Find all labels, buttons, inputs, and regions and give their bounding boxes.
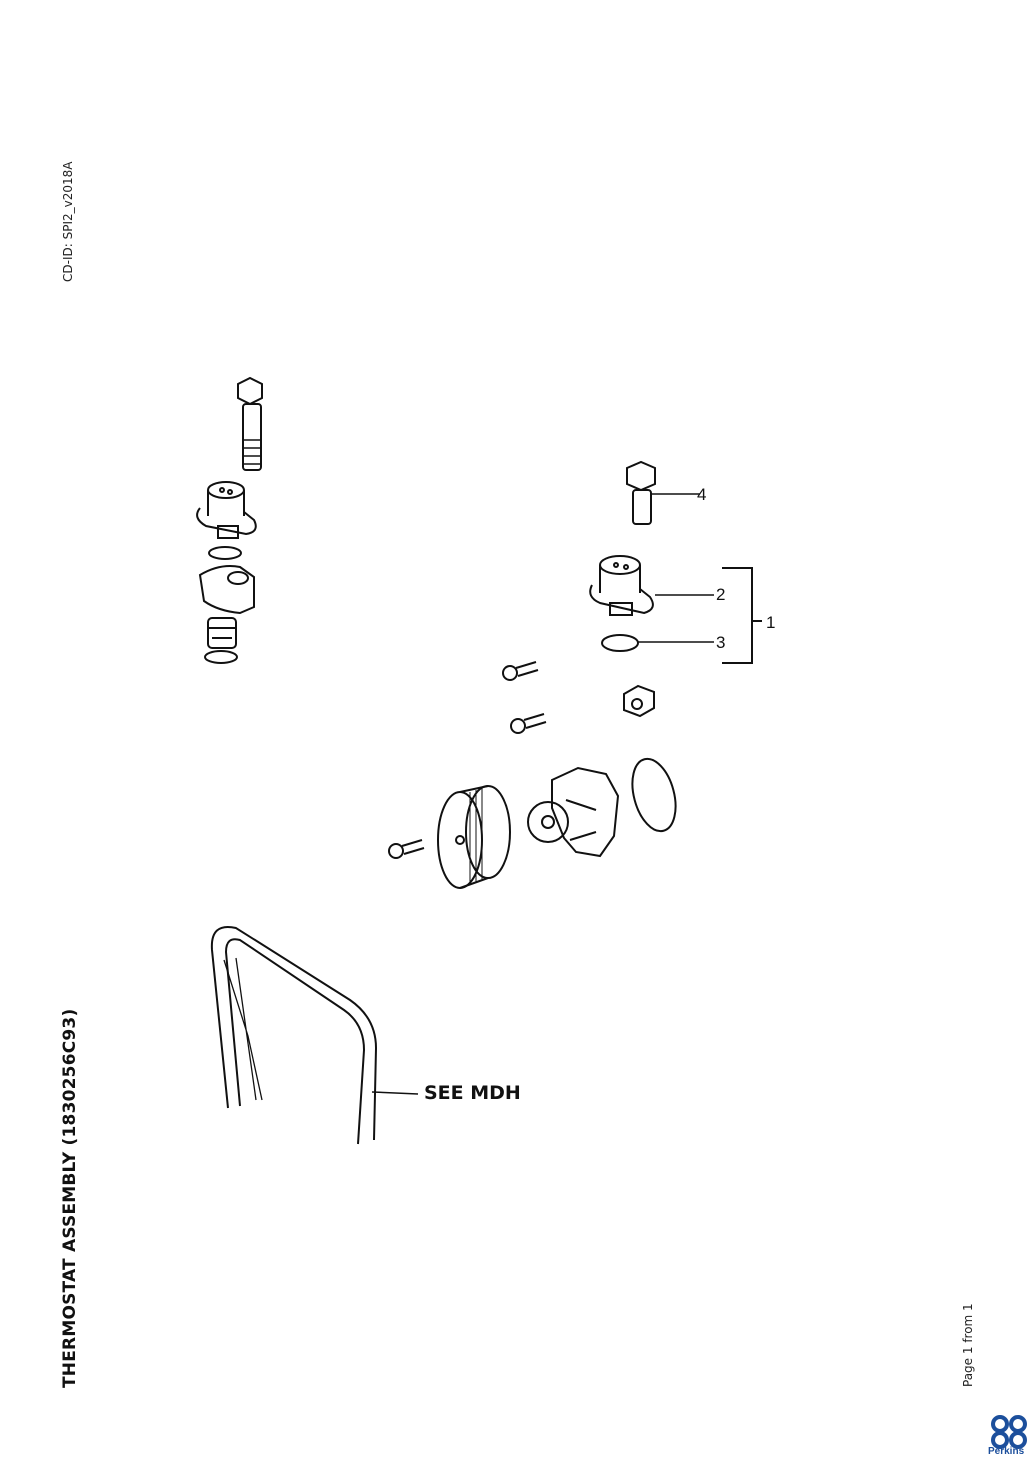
left-thermostat-valve [207,617,237,649]
nut [623,684,655,718]
water-pump-gasket [631,757,677,833]
left-o-ring-upper [208,546,242,560]
small-bolt-lower [510,713,547,734]
brand-name: Perkins [988,1446,1025,1457]
water-pump [527,766,620,858]
drive-belt [210,926,419,1145]
o-ring-part-3 [601,634,714,652]
left-o-ring-lower [204,650,238,664]
perkins-logo-icon [991,1415,1027,1449]
callout-4: 4 [697,485,706,504]
callout-3: 3 [716,633,725,652]
left-thermostat-housing [196,481,257,539]
see-mdh-note: SEE MDH [424,1082,521,1104]
bolt-part-4 [626,460,700,525]
assembly-bracket [722,567,762,664]
callout-2: 2 [716,585,725,604]
pulley-bolt [388,839,425,859]
pulley [437,785,511,889]
left-bolt [237,376,263,471]
thermostat-housing-part-2 [589,555,714,616]
callout-1: 1 [766,613,775,632]
small-bolt-upper [502,661,539,681]
left-thermostat-body [198,565,255,615]
